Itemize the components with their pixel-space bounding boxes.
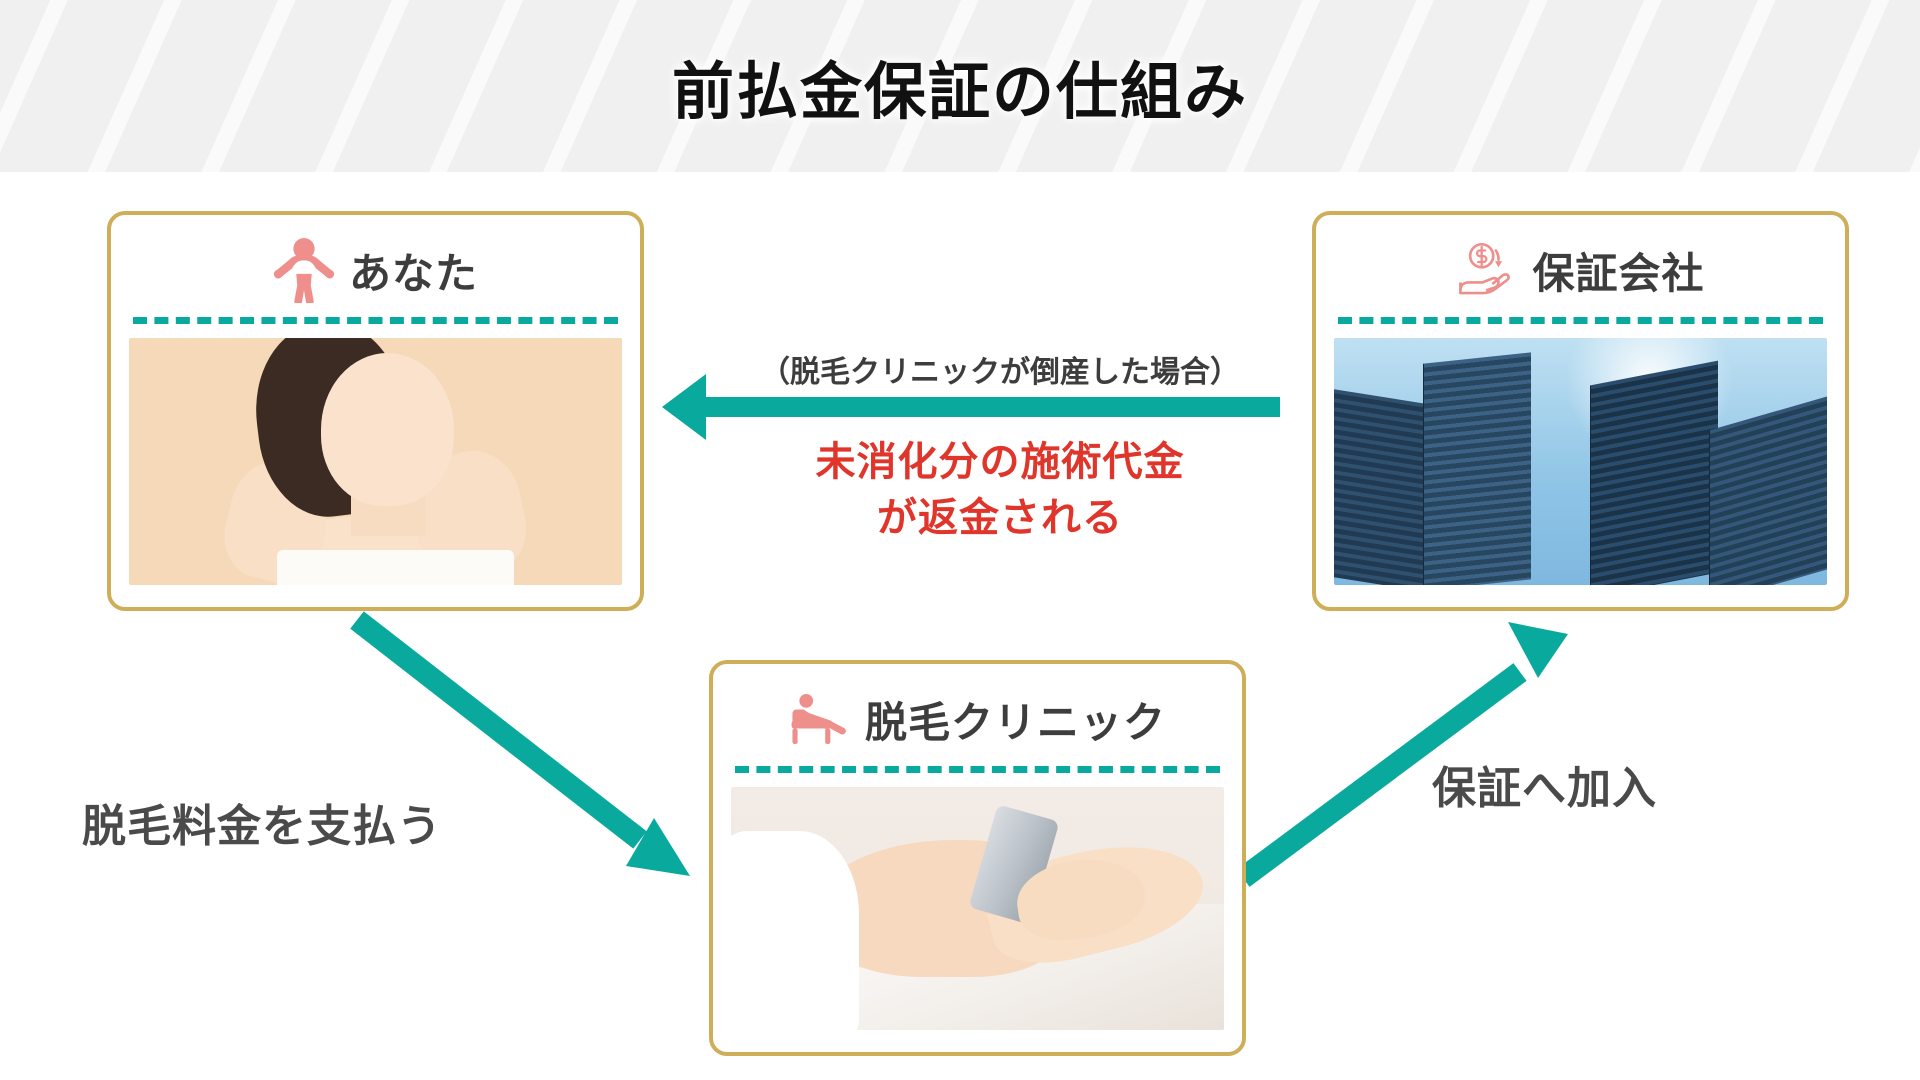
card-you-head: あなた: [129, 229, 622, 315]
card-you-title: あなた: [348, 249, 478, 297]
card-clinic-title: 脱毛クリニック: [864, 698, 1166, 746]
page-title: 前払金保証の仕組み: [671, 58, 1248, 127]
header-band: 前払金保証の仕組み: [0, 0, 1920, 172]
hand-with-money-refund-icon: [1459, 242, 1511, 295]
card-clinic-head: 脱毛クリニック: [731, 678, 1224, 764]
arrow-join-guarantee: [1236, 622, 1568, 887]
refund-highlight-line1: 未消化分の施術代金: [815, 440, 1185, 484]
card-you-divider: [133, 317, 618, 324]
card-guarantee-company-title: 保証会社: [1532, 249, 1705, 297]
card-clinic-divider: [735, 766, 1220, 773]
person-arms-up-icon: [273, 238, 335, 303]
flow-label-pay-fee: 脱毛料金を支払う: [82, 802, 442, 851]
refund-highlight-line2: が返金される: [877, 496, 1123, 540]
laser-hair-removal-treatment-photo: [731, 787, 1224, 1030]
card-guarantee-company-divider: [1338, 317, 1823, 324]
card-you[interactable]: あなた: [107, 211, 644, 611]
card-clinic[interactable]: 脱毛クリニック: [709, 660, 1246, 1056]
woman-touching-face-photo: [129, 338, 622, 585]
office-buildings-photo: [1334, 338, 1827, 585]
reclining-treatment-chair-icon: [791, 694, 846, 744]
card-guarantee-company-head: 保証会社: [1334, 229, 1827, 315]
card-guarantee-company[interactable]: 保証会社: [1312, 211, 1849, 611]
flow-label-join-guarantee: 保証へ加入: [1432, 764, 1657, 813]
refund-condition-note: （脱毛クリニックが倒産した場合）: [760, 356, 1240, 389]
